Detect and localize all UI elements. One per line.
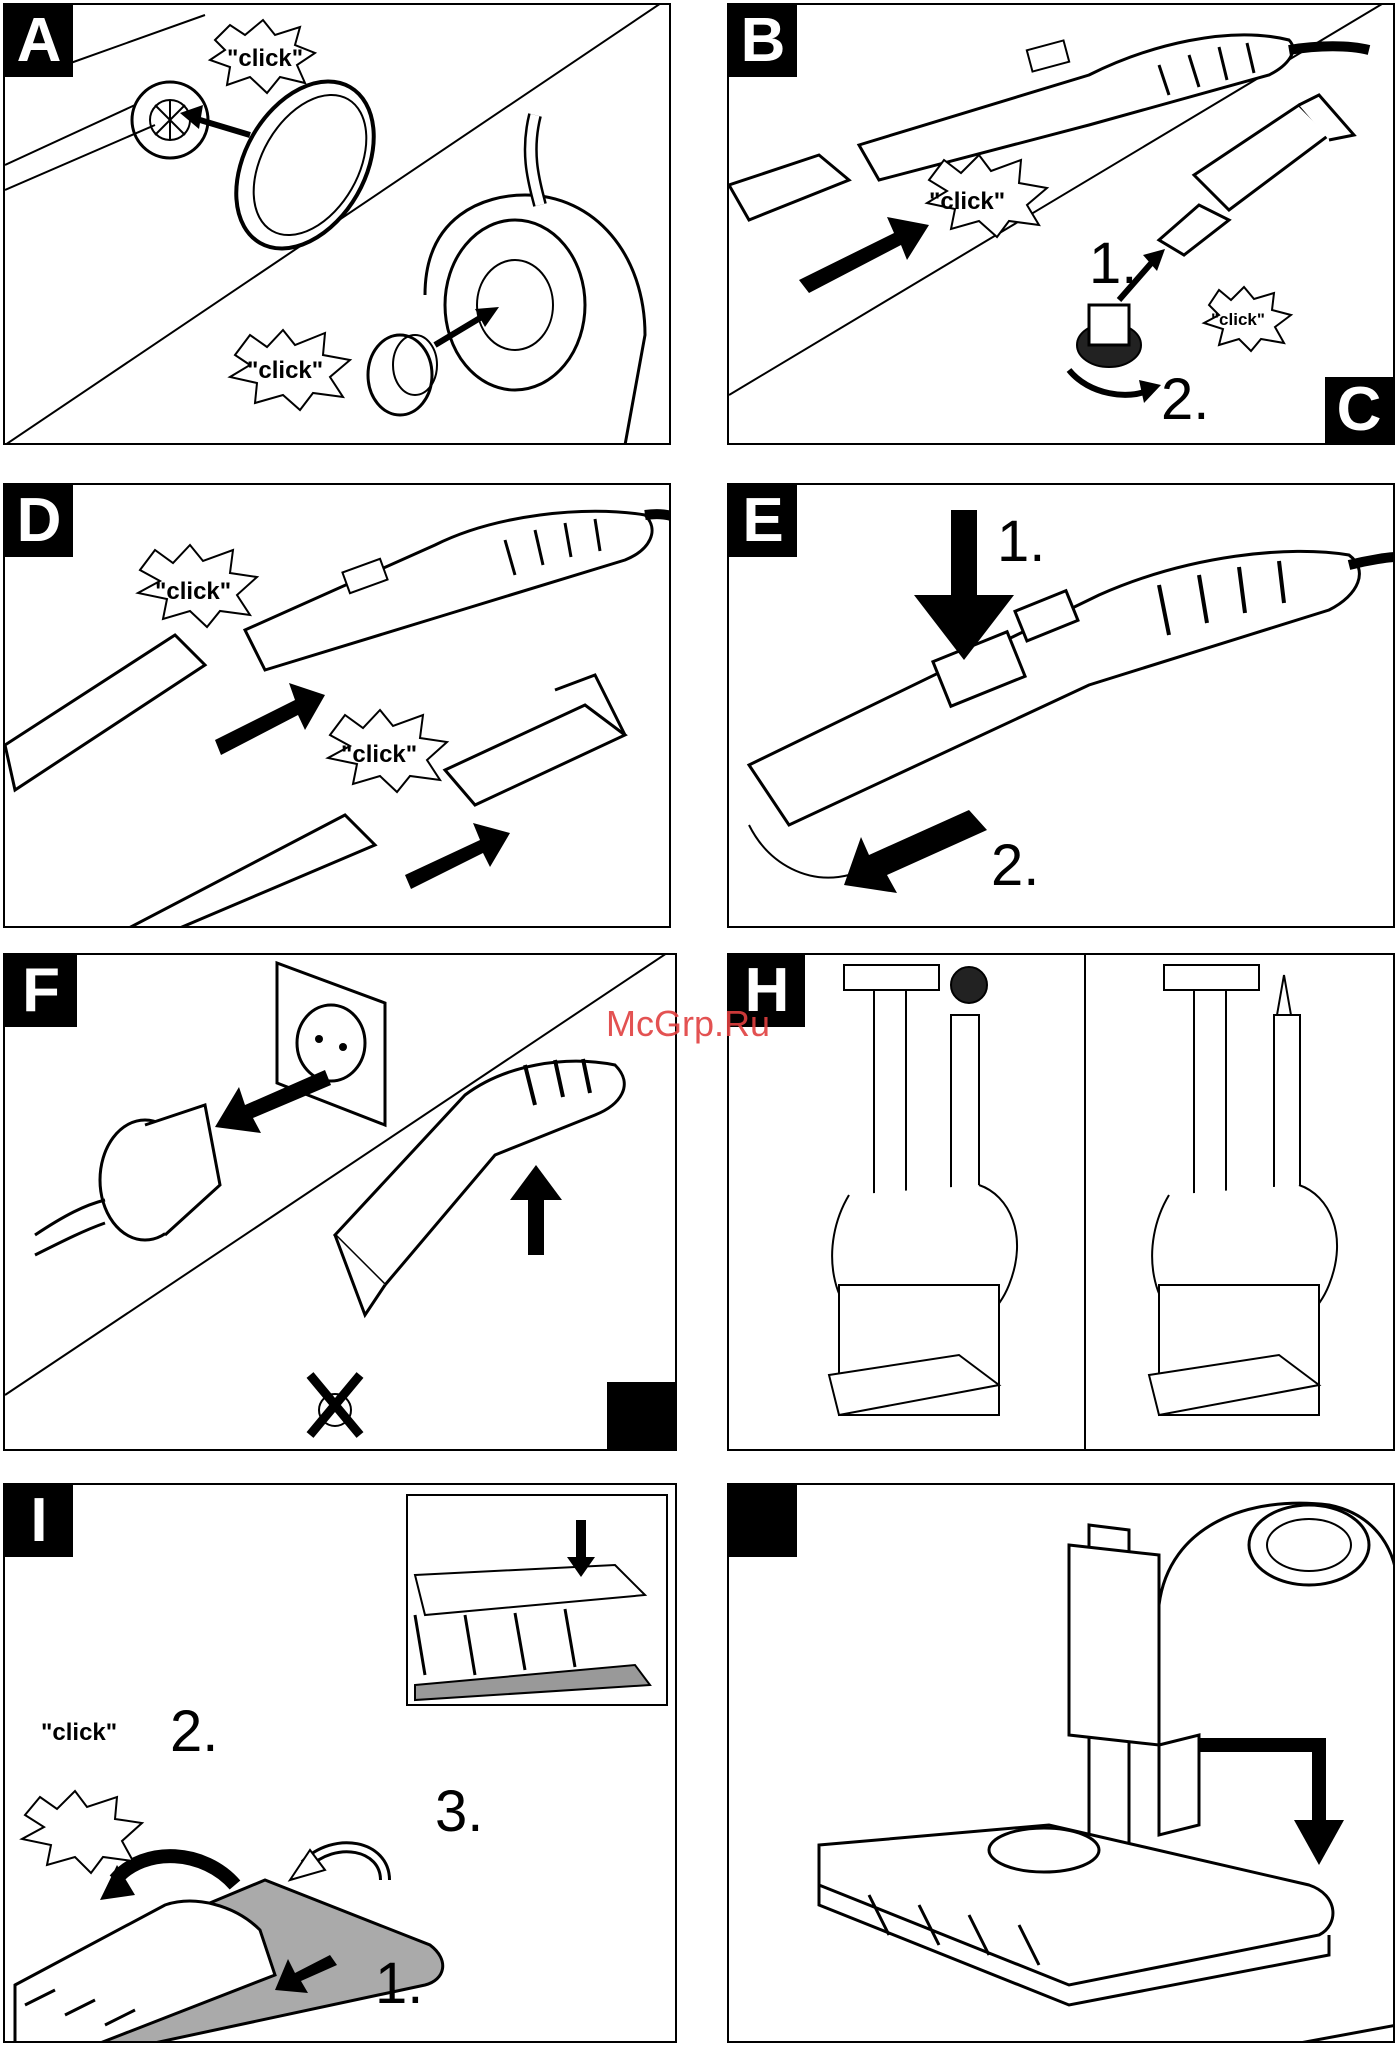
panel-j: [727, 1483, 1395, 2043]
panel-d-click-label-1: "click": [155, 580, 231, 604]
panel-e: E 1. 2.: [727, 483, 1395, 928]
panel-e-step-2: 2.: [991, 837, 1039, 895]
panel-c-step-1: 1.: [1089, 235, 1137, 293]
panel-d-illustration: [5, 485, 671, 928]
panel-c-letter: C: [1325, 377, 1393, 443]
panel-bc-illustration: [729, 5, 1395, 445]
panel-j-letter: [729, 1485, 797, 1557]
panel-bc: B C "click" "click" 1. 2.: [727, 3, 1395, 445]
panel-i-letter: I: [5, 1485, 73, 1557]
panel-a-illustration: [5, 5, 671, 445]
panel-f-illustration: [5, 955, 677, 1451]
panel-f: F: [3, 953, 677, 1451]
panel-i: I "click" 2. 3. 1.: [3, 1483, 677, 2043]
panel-b-letter: B: [729, 5, 797, 77]
panel-a-click-label-1: "click": [227, 47, 303, 71]
panel-c-step-2: 2.: [1161, 371, 1209, 429]
panel-d-click-label-2: "click": [341, 743, 417, 767]
panel-a-letter: A: [5, 5, 73, 77]
panel-f-corner-block: [607, 1382, 677, 1451]
panel-b-click-label: "click": [929, 190, 1005, 214]
panel-d-letter: D: [5, 485, 73, 557]
panel-i-step-3: 3.: [435, 1783, 483, 1841]
panel-i-click-label: "click": [41, 1721, 117, 1745]
panel-e-illustration: [729, 485, 1395, 928]
panel-e-step-1: 1.: [997, 513, 1045, 571]
panel-h-illustration: [729, 955, 1395, 1451]
panel-a-click-label-2: "click": [247, 359, 323, 383]
panel-j-illustration: [729, 1485, 1395, 2043]
panel-i-step-1: 1.: [375, 1955, 423, 2013]
panel-i-step-2: 2.: [170, 1703, 218, 1761]
panel-e-letter: E: [729, 485, 797, 557]
panel-c-click-label: "click": [1211, 311, 1265, 328]
panel-f-letter: F: [5, 955, 77, 1027]
watermark-text: McGrp.Ru: [606, 1003, 770, 1045]
panel-i-illustration: [5, 1485, 677, 2043]
panel-d: D "click" "click": [3, 483, 671, 928]
panel-a: A "click" "click": [3, 3, 671, 445]
panel-h: H: [727, 953, 1395, 1451]
